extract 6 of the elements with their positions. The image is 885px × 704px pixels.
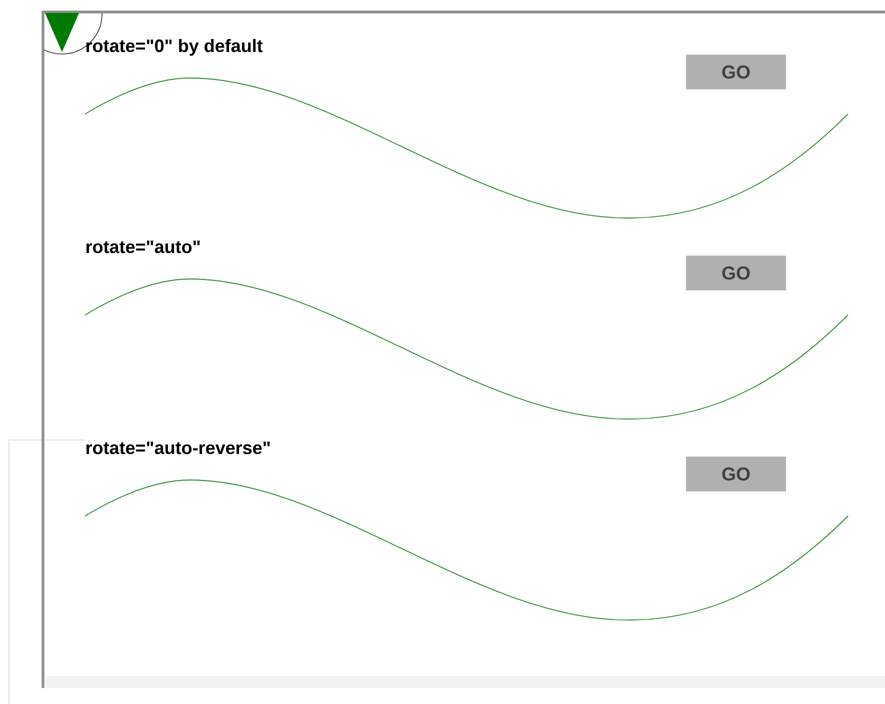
section-heading: rotate="0" by default xyxy=(86,38,263,56)
section-heading: rotate="auto-reverse" xyxy=(86,442,270,454)
section-heading: rotate="auto" xyxy=(86,240,200,254)
go-button: GO xyxy=(686,456,786,492)
go-button: GO xyxy=(686,256,786,290)
go-button: GO xyxy=(686,54,786,90)
